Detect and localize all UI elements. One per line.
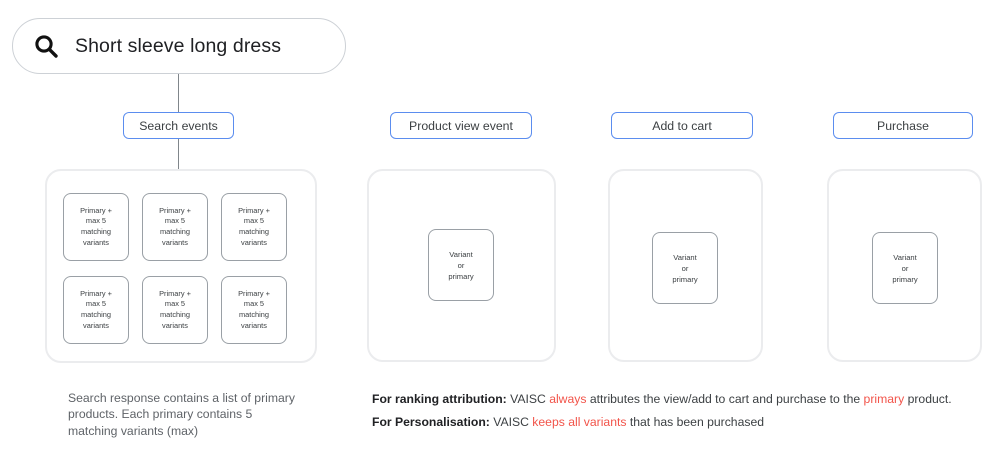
card-line: max 5 [243, 216, 265, 226]
card-line: matching [81, 310, 111, 319]
card-line: max 5 [85, 216, 107, 226]
card-line: variants [162, 320, 188, 330]
stage-chip-label: Purchase [877, 118, 929, 133]
stage-chip-add-to-cart[interactable]: Add to cart [611, 112, 753, 139]
search-bar[interactable]: Short sleeve long dress [12, 18, 346, 74]
card-line: Primary + [80, 288, 112, 298]
card-line: matching [160, 310, 190, 319]
note-label: For ranking attribution: [372, 392, 507, 406]
card-line: or [681, 263, 689, 273]
stage-chip-label: Product view event [409, 118, 513, 133]
stage-chip-product-view-event[interactable]: Product view event [390, 112, 532, 139]
note-part: product. [904, 392, 952, 406]
card-line: matching [239, 310, 269, 319]
stage-chip-search-events[interactable]: Search events [123, 112, 234, 139]
primary-product-card[interactable]: Primary + max 5 matching variants [221, 193, 287, 261]
card-line: variants [162, 237, 188, 247]
card-line: primary [448, 271, 474, 281]
primary-product-card[interactable]: Primary + max 5 matching variants [142, 276, 208, 344]
card-line: max 5 [85, 299, 107, 309]
note-part: VAISC [489, 415, 533, 429]
card-line: variants [241, 320, 267, 330]
search-results-panel: Primary + max 5 matching variants Primar… [45, 169, 317, 363]
note-part: attributes the view/add to cart and purc… [586, 392, 864, 406]
card-line: matching [239, 227, 269, 236]
card-line: matching [160, 227, 190, 236]
note-label: For Personalisation: [372, 415, 490, 429]
card-line: matching [81, 227, 111, 236]
primary-product-card[interactable]: Primary + max 5 matching variants [142, 193, 208, 261]
variant-or-primary-card[interactable]: Variant or primary [872, 232, 938, 304]
card-line: Primary + [238, 288, 270, 298]
card-line: or [901, 263, 909, 273]
primary-product-card[interactable]: Primary + max 5 matching variants [221, 276, 287, 344]
card-line: Primary + [159, 205, 191, 215]
note-part: that has been purchased [626, 415, 765, 429]
card-line: Variant [449, 249, 473, 259]
connector-search-to-chip [178, 74, 180, 112]
search-query-text: Short sleeve long dress [75, 34, 282, 57]
stage-chip-label: Search events [139, 118, 218, 133]
search-response-caption: Search response contains a list of prima… [68, 391, 295, 438]
card-line: max 5 [164, 299, 186, 309]
card-line: max 5 [243, 299, 265, 309]
card-line: Primary + [159, 288, 191, 298]
note-highlight: primary [863, 392, 905, 406]
note-highlight: always [549, 392, 587, 406]
primary-product-card[interactable]: Primary + max 5 matching variants [63, 193, 129, 261]
primary-products-grid: Primary + max 5 matching variants Primar… [63, 193, 287, 344]
stage-chip-label: Add to cart [652, 118, 712, 133]
card-line: or [457, 260, 465, 270]
variant-or-primary-card[interactable]: Variant or primary [428, 229, 494, 301]
card-line: Primary + [80, 205, 112, 215]
variant-or-primary-card[interactable]: Variant or primary [652, 232, 718, 304]
add-to-cart-panel: Variant or primary [608, 169, 763, 362]
connector-chip-to-panel [178, 139, 180, 172]
note-ranking-attribution: For ranking attribution: VAISC always at… [372, 391, 952, 407]
primary-product-card[interactable]: Primary + max 5 matching variants [63, 276, 129, 344]
purchase-panel: Variant or primary [827, 169, 982, 362]
card-line: max 5 [164, 216, 186, 226]
note-part: VAISC [506, 392, 550, 406]
card-line: variants [83, 237, 109, 247]
card-line: primary [892, 274, 918, 284]
search-icon [33, 33, 59, 59]
card-line: variants [241, 237, 267, 247]
card-line: Variant [673, 252, 697, 262]
card-line: Variant [893, 252, 917, 262]
note-personalisation: For Personalisation: VAISC keeps all var… [372, 414, 764, 430]
note-highlight: keeps all variants [532, 415, 627, 429]
stage-chip-purchase[interactable]: Purchase [833, 112, 973, 139]
card-line: primary [672, 274, 698, 284]
product-view-panel: Variant or primary [367, 169, 556, 362]
card-line: Primary + [238, 205, 270, 215]
card-line: variants [83, 320, 109, 330]
